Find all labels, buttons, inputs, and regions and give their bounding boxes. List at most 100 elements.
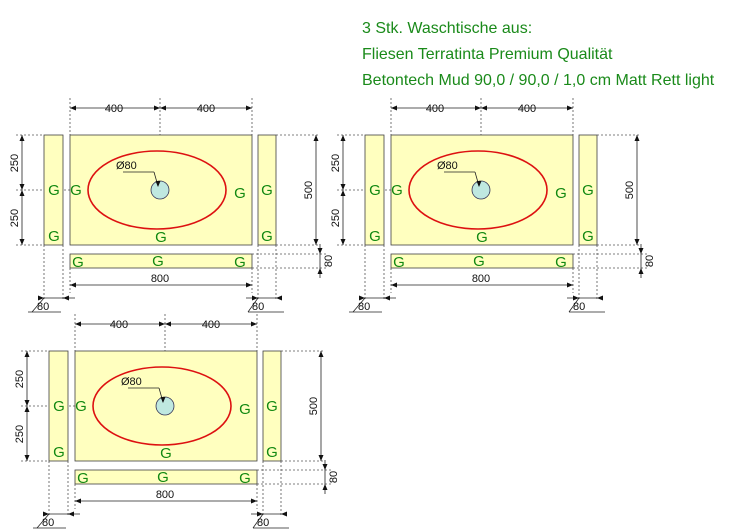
dim-arrow (24, 406, 30, 412)
dim-arrow (24, 455, 30, 461)
dim-arrow (75, 321, 81, 327)
dim-left-top: 250 (330, 154, 342, 172)
dim-arrow (359, 295, 365, 301)
dim-leader (568, 297, 580, 313)
dim-arrow (340, 190, 346, 196)
header-line-3: Betontech Mud 90,0 / 90,0 / 1,0 cm Matt … (362, 72, 715, 89)
drain-circle (471, 180, 491, 200)
dim-arrow (567, 105, 573, 111)
dim-arrow (38, 295, 44, 301)
dim-arrow (322, 484, 328, 490)
dim-arrow (75, 498, 81, 504)
dim-arrow (70, 282, 76, 288)
front-strip (69, 253, 253, 269)
dim-arrow (573, 295, 579, 301)
dim-right-strip: 80 (573, 301, 585, 313)
dim-arrow (251, 498, 257, 504)
dim-arrow (24, 400, 30, 406)
right-strip (257, 134, 277, 246)
front-strip (74, 469, 258, 485)
dim-arrow (246, 282, 252, 288)
glaze-label-5: G (155, 229, 167, 246)
glaze-label-10: G (555, 254, 567, 271)
dim-arrow (70, 105, 76, 111)
header-line-1: 3 Stk. Waschtische aus: (362, 20, 533, 37)
dim-leader (352, 297, 366, 313)
glaze-label-2: G (369, 228, 381, 245)
glaze-label-1: G (53, 398, 65, 415)
dim-arrow (159, 321, 165, 327)
right-strip (578, 134, 598, 246)
glaze-label-2: G (53, 444, 65, 461)
dim-arrow (281, 511, 287, 517)
drain-arrow (476, 181, 482, 187)
dim-arrow (317, 268, 323, 274)
dim-leader (252, 513, 264, 529)
dim-arrow (634, 135, 640, 141)
glaze-label-4: G (234, 185, 246, 202)
dim-arrow (634, 239, 640, 245)
dim-front-height: 80 (644, 255, 656, 267)
drain-arrow (160, 397, 166, 403)
glaze-label-9: G (152, 253, 164, 270)
left-strip (48, 350, 69, 462)
glaze-label-4: G (239, 401, 251, 418)
basin-outline (408, 150, 548, 230)
dim-arrow (597, 295, 603, 301)
drain-arrow (155, 181, 161, 187)
glaze-label-6: G (266, 398, 278, 415)
dim-arrow (567, 282, 573, 288)
dim-arrow (165, 321, 171, 327)
glaze-label-5: G (476, 229, 488, 246)
dim-left-bottom: 250 (14, 425, 26, 443)
dim-arrow (68, 511, 74, 517)
drain-label: Ø80 (121, 376, 142, 388)
right-strip (262, 350, 282, 462)
glaze-label-9: G (473, 253, 485, 270)
dim-arrow (160, 105, 166, 111)
drain-label: Ø80 (437, 160, 458, 172)
dim-left-top: 250 (14, 370, 26, 388)
dim-arrow (475, 105, 481, 111)
glaze-label-8: G (72, 254, 84, 271)
dim-arrow (19, 190, 25, 196)
dim-arrow (313, 135, 319, 141)
dim-top-left: 400 (105, 103, 123, 115)
dim-left-strip: 80 (42, 517, 54, 529)
dim-arrow (19, 135, 25, 141)
dim-left-bottom: 250 (330, 209, 342, 227)
drain-label: Ø80 (116, 160, 137, 172)
dim-left-top: 250 (9, 154, 21, 172)
dim-right: 500 (308, 397, 320, 415)
glaze-label-10: G (234, 254, 246, 271)
left-strip (364, 134, 385, 246)
dim-front-height: 80 (323, 255, 335, 267)
dim-top-right: 400 (197, 103, 215, 115)
dim-right-strip: 80 (252, 301, 264, 313)
glaze-label-1: G (369, 182, 381, 199)
dim-bottom: 800 (156, 489, 174, 501)
dim-arrow (318, 455, 324, 461)
dim-arrow (313, 239, 319, 245)
dim-right: 500 (624, 181, 636, 199)
dim-arrow (251, 321, 257, 327)
glaze-label-3: G (70, 182, 82, 199)
dim-top-right: 400 (202, 319, 220, 331)
drain-circle (150, 180, 170, 200)
dim-arrow (63, 295, 69, 301)
dim-arrow (340, 184, 346, 190)
dim-left-strip: 80 (358, 301, 370, 313)
header-line-2: Fliesen Terratinta Premium Qualität (362, 46, 613, 63)
dim-arrow (246, 105, 252, 111)
front-strip (390, 253, 574, 269)
glaze-label-4: G (555, 185, 567, 202)
dim-leader (36, 513, 50, 529)
glaze-label-9: G (157, 469, 169, 486)
dim-right: 500 (303, 181, 315, 199)
dim-arrow (391, 105, 397, 111)
dim-top-left: 400 (426, 103, 444, 115)
dim-arrow (252, 295, 258, 301)
